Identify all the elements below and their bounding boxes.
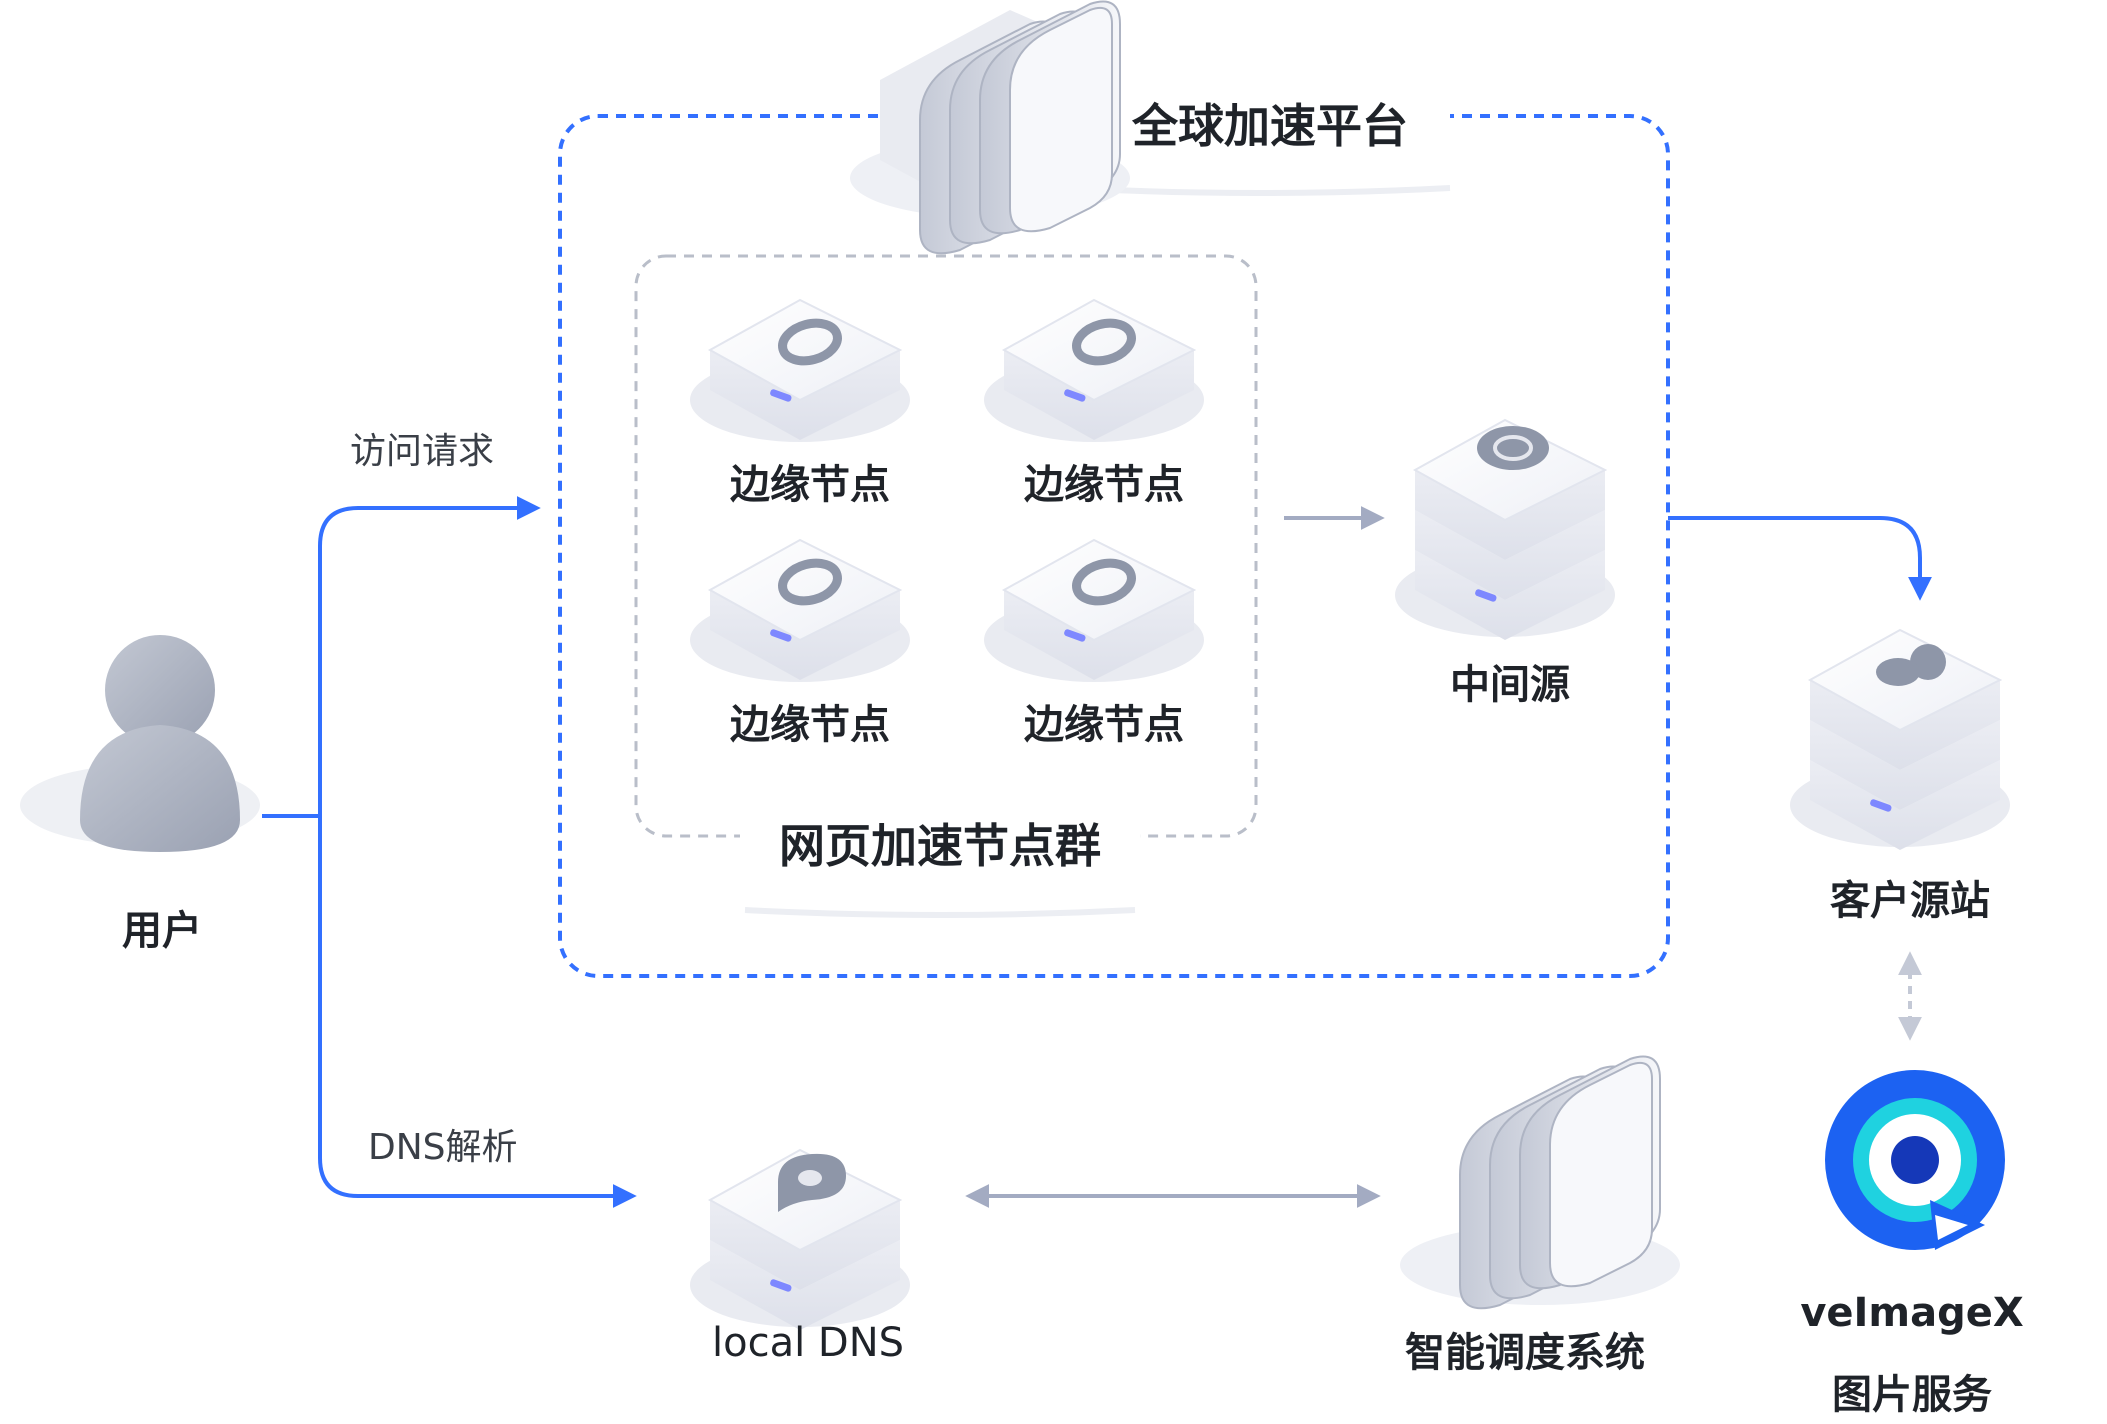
edge-node-label: 边缘节点 [1024,462,1184,508]
dns-resolve-label: DNS解析 [368,1127,518,1168]
middle-origin-icon [1395,418,1615,640]
edge-node-icon [690,538,910,682]
platform-container [558,114,1670,978]
edge-cluster-title-bg [740,800,1140,910]
edge-middle-to-customer [1668,516,1932,601]
veimagex-service-label: 图片服务 [1832,1372,1992,1418]
local-dns-icon [690,1148,910,1330]
customer-origin-icon [1790,628,2010,850]
edge-node-icon [984,298,1204,442]
edge-node-label: 边缘节点 [730,702,890,748]
user-label: 用户 [122,908,202,954]
local-dns-label: local DNS [711,1320,905,1366]
edge-dns-resolve [318,816,637,1208]
user-avatar-icon [20,635,260,852]
platform-title: 全球加速平台 [1132,99,1408,153]
scheduler-icon [1400,1055,1680,1310]
edge-cluster-title: 网页加速节点群 [779,819,1101,873]
edge-node-label: 边缘节点 [730,462,890,508]
access-request-label: 访问请求 [350,431,495,472]
edge-access-request [318,496,541,816]
customer-origin-label: 客户源站 [1830,878,1990,924]
middle-origin-label: 中间源 [1450,662,1570,708]
edge-node-label: 边缘节点 [1024,702,1184,748]
edge-cluster-title-shadow [744,907,1136,918]
veimagex-name-label: veImageX [1800,1290,2024,1336]
platform-server-icon [850,0,1130,255]
scheduler-label: 智能调度系统 [1405,1330,1645,1376]
platform-title-bg [1060,70,1450,192]
edge-cluster-container [634,254,1258,838]
veimagex-logo [1825,1070,2005,1250]
edge-node-icon [984,538,1204,682]
edge-node-icon [690,298,910,442]
